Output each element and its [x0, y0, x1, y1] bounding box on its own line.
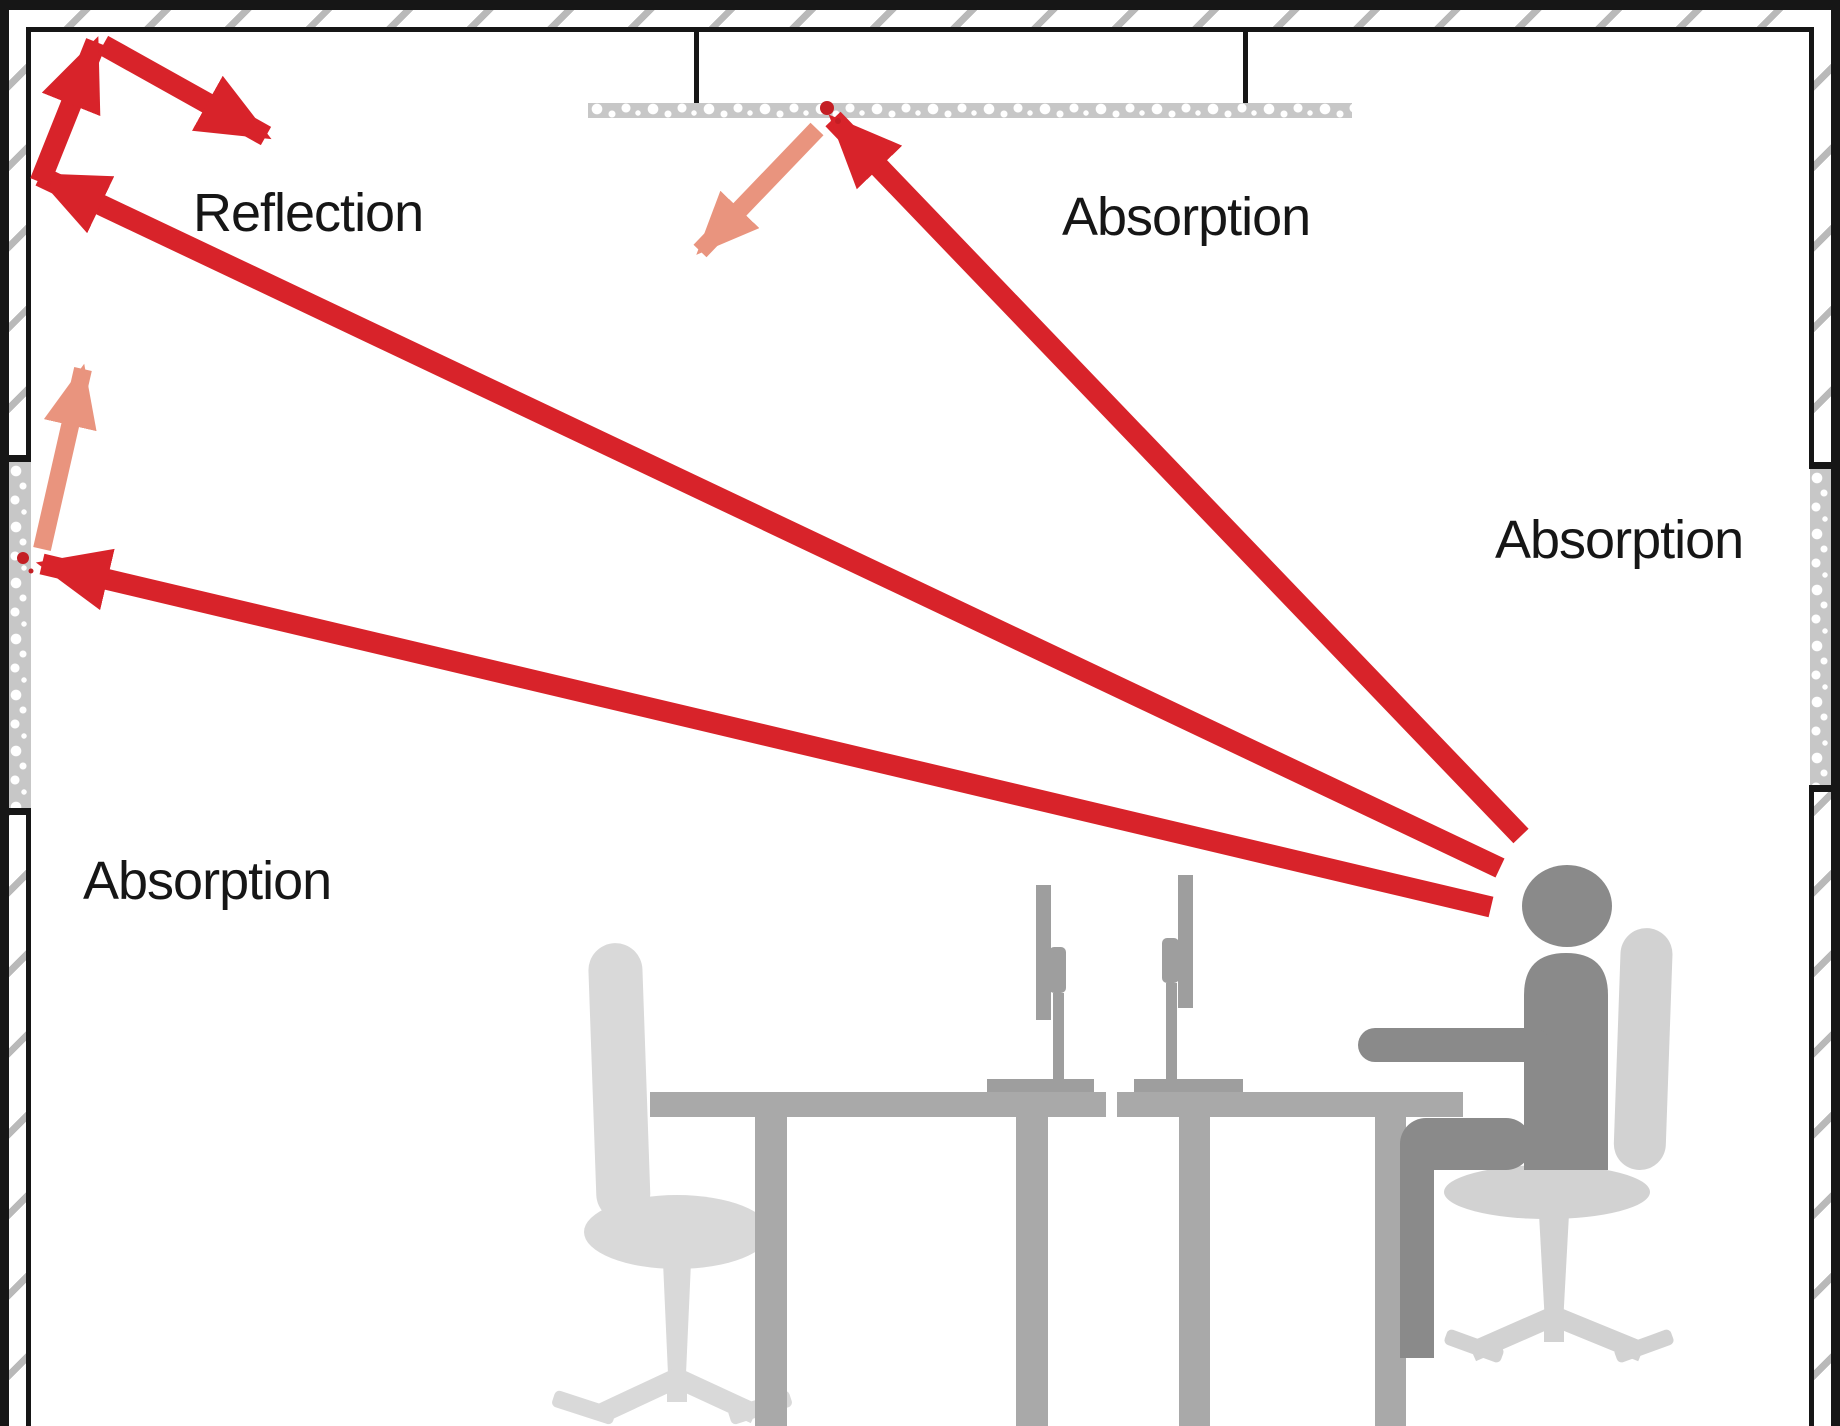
wall-impact-dot-small — [28, 568, 34, 574]
person-arm — [1358, 1028, 1550, 1062]
ceiling-panel-hanger-right — [1243, 32, 1248, 103]
right-wall-absorber-panel — [1810, 469, 1831, 785]
ceiling-outer-line — [0, 0, 1840, 10]
right-wall-panel-cap-top — [1809, 462, 1840, 469]
monitor-left-icon — [987, 885, 1094, 1092]
ceiling-absorption-ray — [825, 111, 1529, 844]
absorption-ceiling-label: Absorption — [1062, 187, 1311, 247]
left-wall-absorber-panel — [9, 462, 31, 808]
reflection-ray-to-wall — [34, 166, 1505, 878]
person-head — [1522, 865, 1612, 947]
attenuated-ray-from-ceiling-panel — [693, 122, 824, 258]
right-wall-inner-line-upper — [1809, 32, 1814, 462]
absorption-left-wall-label: Absorption — [83, 851, 332, 911]
ceiling-impact-dot-small — [835, 118, 841, 124]
left-wall-panel-cap-top — [0, 455, 31, 462]
ceiling-absorber-panel — [588, 103, 1352, 118]
left-wall-outer-line — [0, 0, 9, 1426]
ceiling-hatch-band — [10, 10, 1830, 27]
person-torso — [1524, 953, 1608, 1170]
ceiling-inner-line — [0, 27, 1840, 32]
left-wall-inner-line-upper — [26, 32, 31, 455]
wall-impact-dot — [17, 552, 29, 564]
reflection-ray-into-room — [97, 35, 272, 146]
reflection-ray-wall-to-ceiling — [30, 36, 106, 186]
reflection-label: Reflection — [193, 183, 424, 243]
seated-person-icon — [1358, 865, 1612, 1358]
right-wall-outer-line — [1831, 0, 1840, 1426]
ceiling-impact-dot — [820, 101, 834, 115]
empty-office-chair-icon — [552, 943, 792, 1425]
person-office-chair-icon — [1444, 928, 1674, 1363]
wall-absorption-ray — [35, 548, 1494, 918]
attenuated-ray-from-wall-panel — [33, 363, 97, 551]
left-wall-panel-cap-bottom — [0, 808, 31, 815]
ceiling-panel-hanger-left — [694, 32, 699, 103]
left-wall-inner-line-lower — [26, 815, 31, 1426]
person-shin — [1400, 1144, 1434, 1358]
office-desk-left-icon — [650, 1092, 1106, 1426]
absorption-right-wall-label: Absorption — [1495, 510, 1744, 570]
right-wall-inner-line-lower — [1809, 792, 1814, 1426]
monitor-right-icon — [1134, 875, 1243, 1092]
right-wall-panel-cap-bottom — [1809, 785, 1840, 792]
